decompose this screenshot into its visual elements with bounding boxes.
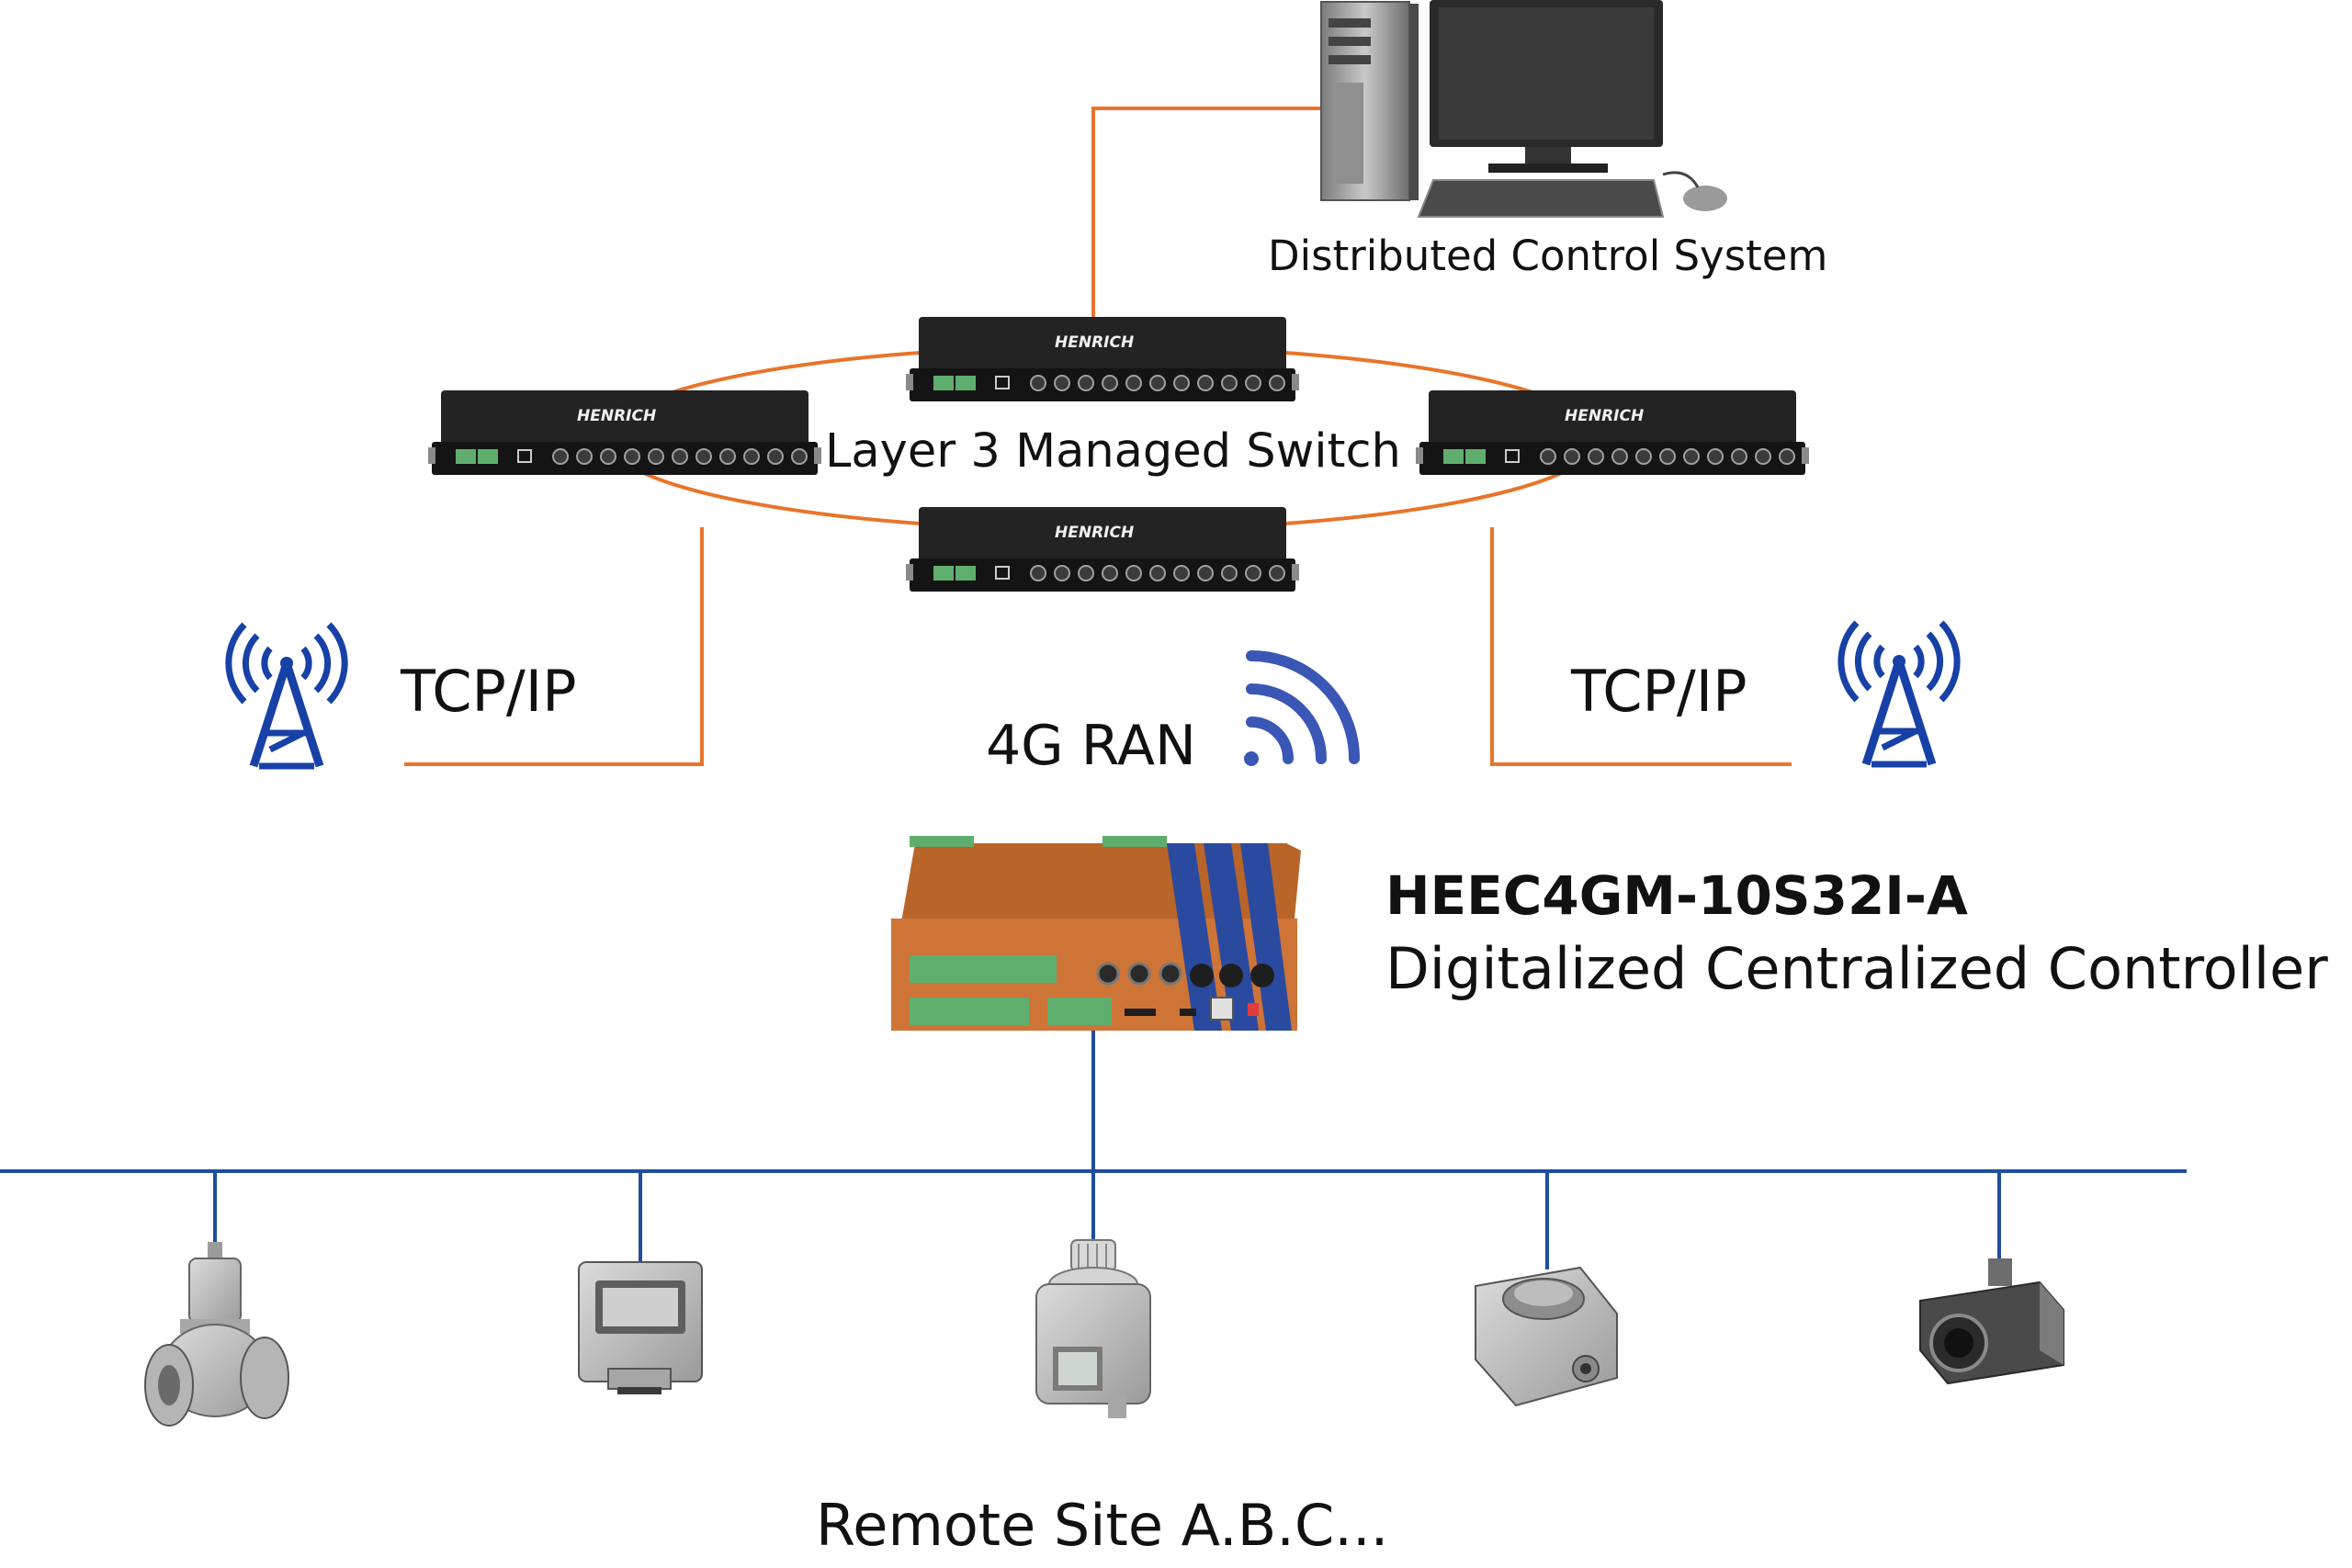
meter-icon bbox=[578, 1261, 703, 1394]
dcs-uplink bbox=[1091, 107, 1323, 331]
left-tcp-link bbox=[404, 527, 704, 766]
valve-icon bbox=[144, 1242, 289, 1427]
junction-box-icon bbox=[1475, 1266, 1618, 1407]
controller-device-icon bbox=[891, 836, 1301, 1031]
remote-site-label: Remote Site A.B.C... bbox=[816, 1492, 1389, 1559]
switch-label: Layer 3 Managed Switch bbox=[825, 424, 1401, 479]
tcp-ip-label-left: TCP/IP bbox=[401, 658, 577, 725]
desktop-computer-icon bbox=[1320, 0, 1727, 218]
controller-model-label: HEEC4GM-10S32I-A bbox=[1385, 864, 1968, 927]
sensor-icon bbox=[1035, 1239, 1151, 1418]
camera-icon bbox=[1919, 1258, 2064, 1385]
switch-brand: HENRICH bbox=[1055, 333, 1134, 352]
tcp-ip-label-right: TCP/IP bbox=[1571, 658, 1747, 725]
ran-label: 4G RAN bbox=[986, 714, 1196, 778]
fieldbus-lines bbox=[0, 1031, 2187, 1269]
network-switch-icon: HENRICH HENRICH HENRICH HENRICH bbox=[427, 316, 1810, 592]
switch-brand: HENRICH bbox=[1565, 407, 1644, 425]
switch-brand: HENRICH bbox=[577, 407, 656, 425]
dcs-label: Distributed Control System bbox=[1268, 231, 1828, 280]
right-tcp-link bbox=[1490, 527, 1792, 766]
controller-name-label: Digitalized Centralized Controller bbox=[1385, 935, 2328, 1002]
switch-brand: HENRICH bbox=[1055, 524, 1134, 542]
wifi-signal-icon bbox=[1244, 650, 1360, 766]
